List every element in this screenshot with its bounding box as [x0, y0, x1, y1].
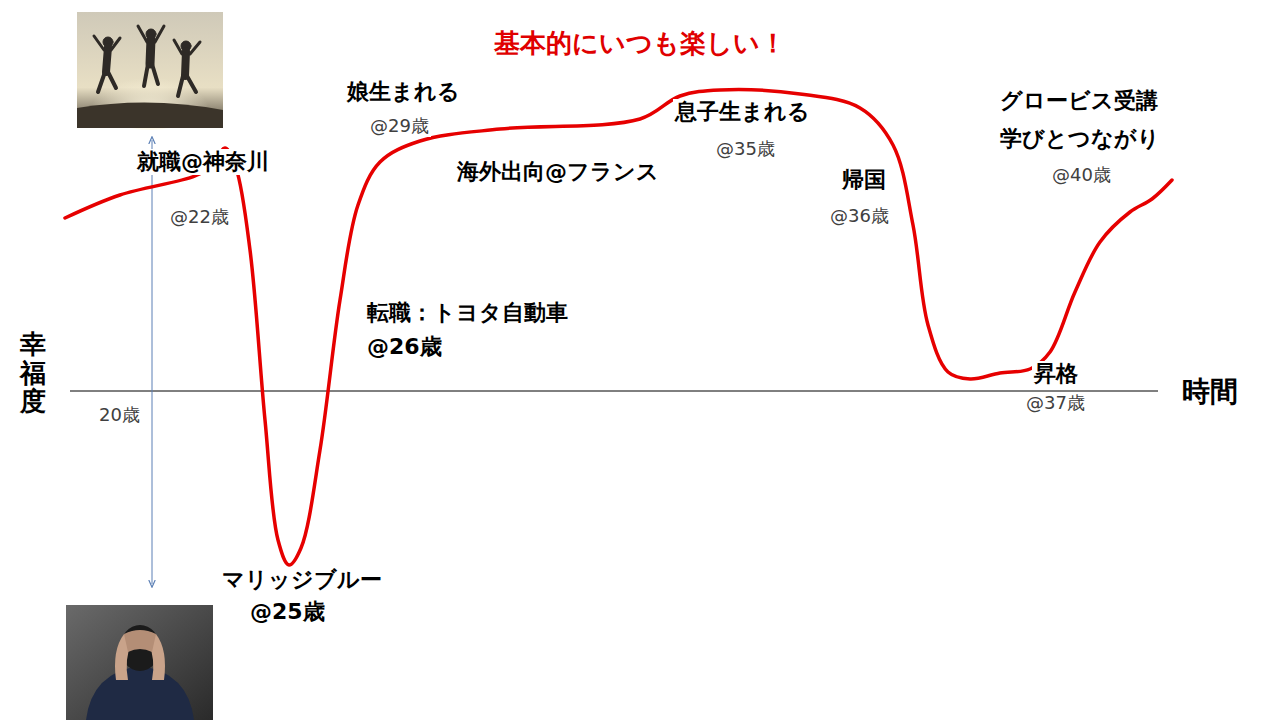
- age-label: @26歳: [365, 334, 444, 360]
- sad-photo: [66, 605, 213, 720]
- event-label: 娘生まれる: [345, 79, 462, 105]
- age-label: @29歳: [368, 115, 431, 137]
- happiness-curve: [65, 90, 1172, 565]
- event-label: 海外出向@フランス: [455, 159, 661, 185]
- curve-layer: [65, 90, 1172, 565]
- event-label: 就職@神奈川: [135, 149, 271, 175]
- event-label: マリッジブルー: [220, 567, 384, 593]
- chart-title: 基本的にいつも楽しい！: [494, 28, 786, 59]
- happiness-axis: [152, 140, 153, 584]
- event-label: 息子生まれる: [673, 99, 812, 125]
- age-label: @35歳: [714, 138, 777, 160]
- event-label: グロービス受講 学びとつながり: [998, 82, 1177, 158]
- axis-label: 時間: [1180, 375, 1240, 409]
- age-label: @40歳: [1050, 164, 1113, 186]
- event-label: 帰国: [840, 167, 888, 193]
- age-label: @25歳: [248, 599, 327, 625]
- event-label: 昇格: [1032, 361, 1080, 387]
- happy-photo: [77, 12, 223, 130]
- event-label: 転職：トヨタ自動車: [365, 300, 570, 326]
- age-label: @36歳: [828, 205, 891, 227]
- age-label: @37歳: [1024, 392, 1087, 414]
- axis-label: 20歳: [97, 404, 142, 426]
- age-label: @22歳: [168, 206, 231, 228]
- axis-label: 幸福度: [20, 330, 46, 416]
- time-axis: [70, 391, 1158, 392]
